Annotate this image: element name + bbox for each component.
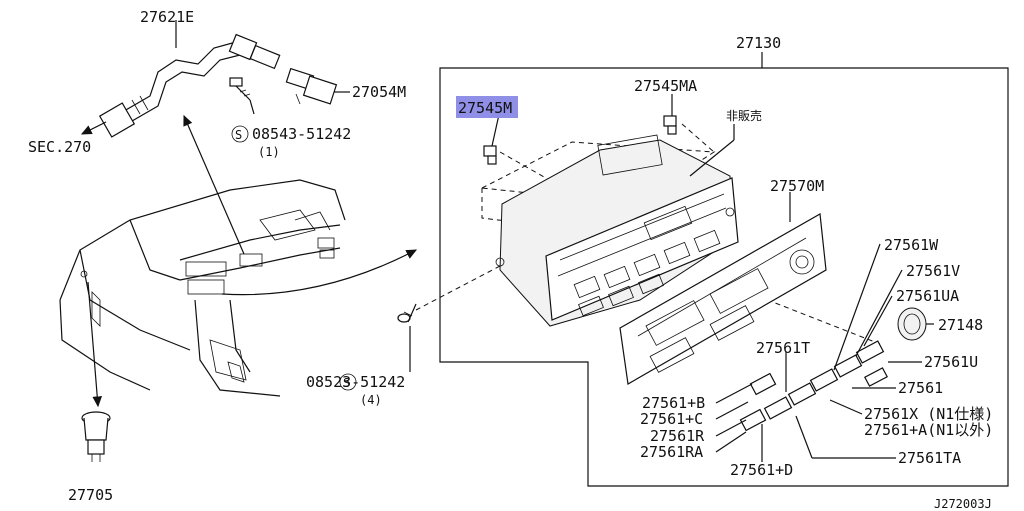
aspirator-27054m [285,67,350,105]
unit-buttons [573,229,721,317]
button-caps [739,340,888,432]
screw-symbol-08523: S [343,376,350,390]
label-08523: 08523-51242 [306,373,405,391]
sec270-arrow [80,121,107,135]
duct-hose-27621e [98,20,281,138]
label-27621e: 27621E [140,8,194,26]
label-27561v: 27561V [906,262,960,280]
screw-symbol-icon: S [231,125,249,143]
label-sec270: SEC.270 [28,138,91,156]
bolt-27545ma [663,94,677,135]
bolt-27545m [483,109,501,165]
label-27561a: 27561+A(N1以外) [864,421,993,439]
label-08523-qty: (4) [360,393,382,407]
dashboard-outline [59,179,346,397]
label-08543-qty: (1) [258,145,280,159]
label-27561r: 27561R [650,427,705,445]
label-27561t: 27561T [756,339,810,357]
screw-symbol-icon: S [339,373,357,391]
not-sold-leader [689,124,735,177]
diagram-code: J272003J [934,497,992,511]
screw-08523 [397,303,417,372]
label-27561w: 27561W [884,236,939,254]
sensor-27705 [81,411,111,462]
label-27561ua: 27561UA [896,287,959,305]
finisher-panel-27570m [619,192,827,385]
label-27570m: 27570M [770,177,824,195]
knob-27148 [897,307,934,341]
label-27561ra: 27561RA [640,443,703,461]
climate-control-unit [495,134,739,327]
highlight-27545m [456,96,518,118]
label-not-sold: 非販売 [726,108,762,123]
label-27705: 27705 [68,486,113,504]
label-27561u: 27561U [924,353,978,371]
screw-symbol-08543: S [235,128,242,142]
label-27561c: 27561+C [640,410,703,428]
screw-08543 [229,77,255,115]
frame-27130 [439,52,1009,487]
label-27561x: 27561X (N1仕様) [864,405,993,423]
label-27130: 27130 [736,34,781,52]
label-27561b: 27561+B [642,394,705,412]
label-27545m: 27545M [458,99,512,117]
button-leader-lines [715,243,922,462]
label-27148: 27148 [938,316,983,334]
label-08543: 08543-51242 [252,125,351,143]
locator-arrows [87,114,418,408]
label-27054m: 27054M [352,83,406,101]
label-27561: 27561 [898,379,943,397]
label-27545ma: 27545MA [634,77,697,95]
label-27561d: 27561+D [730,461,793,479]
label-27561ta: 27561TA [898,449,961,467]
